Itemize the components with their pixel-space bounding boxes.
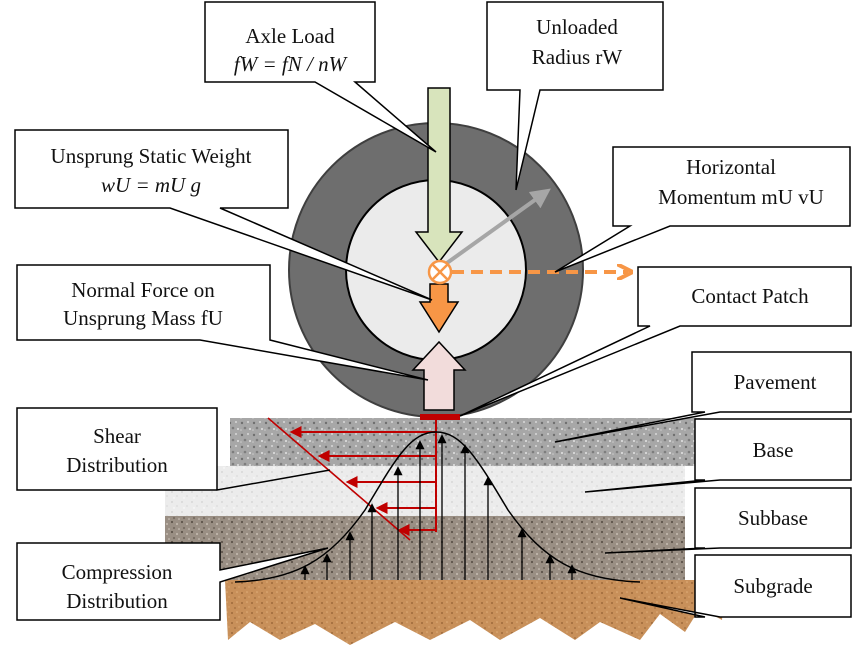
- callout-subbase: Subbase: [604, 487, 852, 554]
- normal-force-label-1: Normal Force on: [71, 278, 215, 302]
- normal-force-arrow: [411, 340, 467, 411]
- callout-axle-load: Axle Load fW = fN / nW: [204, 1, 437, 153]
- normal-force-label-2: Unsprung Mass fU: [63, 306, 223, 330]
- callout-normal-force: Normal Force on Unsprung Mass fU: [16, 264, 429, 381]
- axle-load-formula: fW = fN / nW: [234, 52, 349, 76]
- compression-label-2: Distribution: [66, 589, 168, 613]
- compression-label-1: Compression: [62, 560, 173, 584]
- callout-contact-patch: Contact Patch: [459, 266, 852, 417]
- axle-center-cross-icon: [427, 259, 453, 285]
- shear-label-2: Distribution: [66, 453, 168, 477]
- pavement-label: Pavement: [734, 370, 817, 394]
- compression-distribution: [234, 431, 641, 583]
- subbase-label: Subbase: [738, 506, 808, 530]
- unloaded-radius-label-2: Radius rW: [532, 45, 623, 69]
- horizontal-momentum-label-2: Momentum mU vU: [658, 185, 824, 209]
- unloaded-radius-arrow: [438, 188, 551, 270]
- axle-load-arrow: [414, 87, 464, 264]
- base-label: Base: [753, 438, 794, 462]
- callout-shear-distribution: Shear Distribution: [16, 407, 331, 491]
- callout-base: Base: [584, 418, 852, 493]
- callout-compression-distribution: Compression Distribution: [16, 542, 329, 621]
- compression-curve: [234, 431, 641, 583]
- unloaded-radius-label-1: Unloaded: [536, 15, 618, 39]
- callout-unloaded-radius: Unloaded Radius rW: [486, 1, 664, 191]
- callout-subgrade: Subgrade: [619, 554, 852, 618]
- shear-label-1: Shear: [93, 424, 141, 448]
- shear-distribution: [267, 417, 437, 541]
- callout-horizontal-momentum: Horizontal Momentum mU vU: [554, 146, 851, 273]
- horizontal-momentum-label-1: Horizontal: [686, 155, 776, 179]
- unsprung-static-weight-formula: wU = mU g: [101, 173, 201, 197]
- subgrade-layer: [225, 580, 725, 645]
- contact-patch: [420, 414, 460, 420]
- contact-patch-label: Contact Patch: [691, 284, 809, 308]
- callout-unsprung-static-weight: Unsprung Static Weight wU = mU g: [14, 129, 433, 301]
- axle-load-label: Axle Load: [245, 24, 335, 48]
- subgrade-label: Subgrade: [733, 574, 812, 598]
- unsprung-weight-arrow: [418, 283, 460, 334]
- callout-pavement: Pavement: [554, 351, 852, 443]
- unsprung-static-weight-label: Unsprung Static Weight: [51, 144, 252, 168]
